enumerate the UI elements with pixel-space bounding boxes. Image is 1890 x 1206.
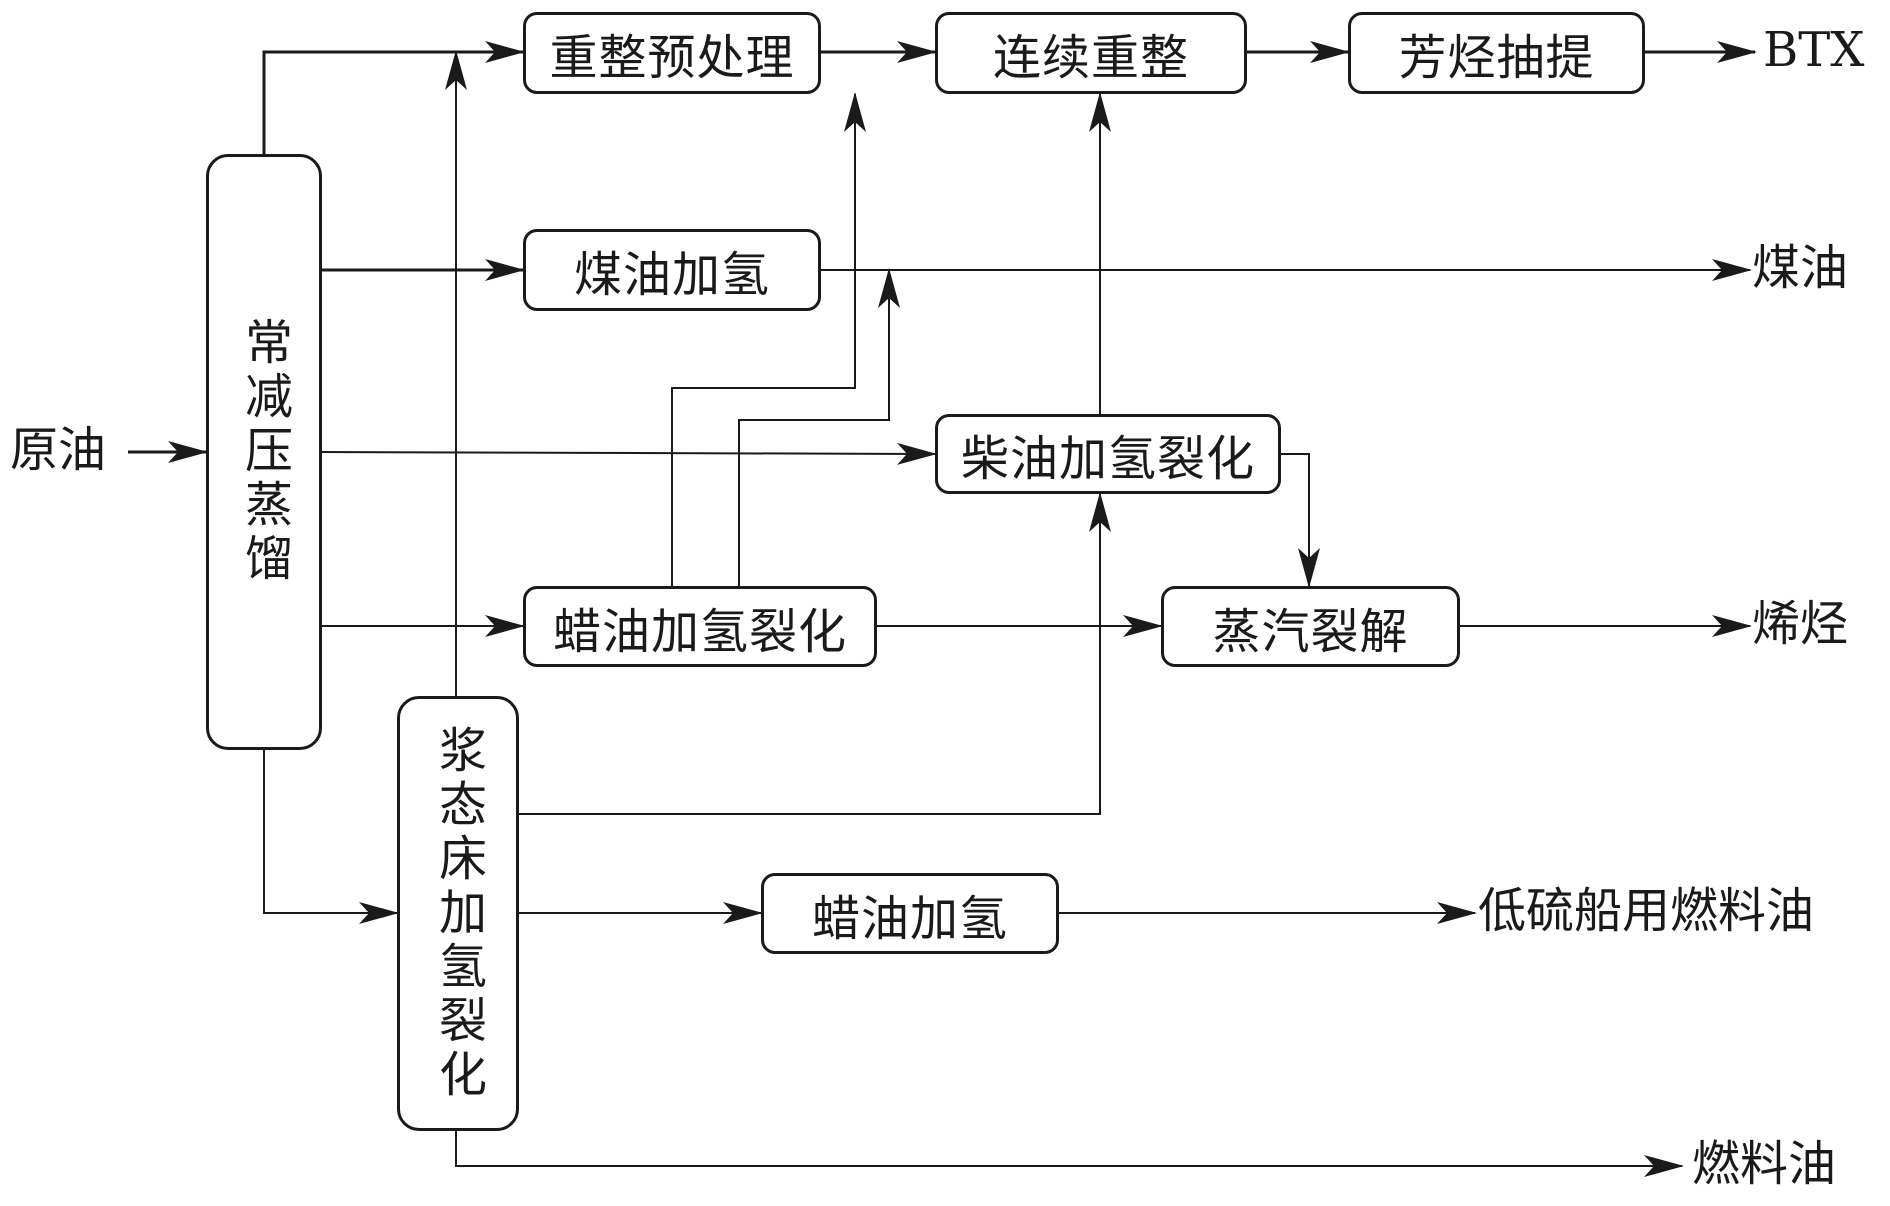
unit-reforming-pretreat-label: 重整预处理 — [549, 30, 795, 86]
unit-continuous-reforming-label: 连续重整 — [992, 30, 1189, 86]
edge-distillation-slurry — [263, 750, 399, 924]
edge-waxhc-pretreat — [671, 92, 866, 586]
unit-wax-oil-hydro[interactable]: 蜡油加氢 — [761, 873, 1059, 954]
product-fuel-oil: 燃料油 — [1692, 1136, 1837, 1192]
unit-diesel-hydrocracking-label: 柴油加氢裂化 — [960, 431, 1255, 487]
unit-kerosene-hydro[interactable]: 煤油加氢 — [523, 229, 821, 311]
unit-aromatics-extraction-label: 芳烃抽提 — [1398, 30, 1595, 86]
unit-kerosene-hydro-label: 煤油加氢 — [573, 247, 770, 303]
input-crude-oil: 原油 — [10, 422, 107, 478]
product-kerosene: 煤油 — [1752, 240, 1849, 296]
unit-slurry-bed-hydrocracking[interactable]: 浆态床加氢裂化 — [397, 696, 519, 1131]
unit-wax-oil-hydro-label: 蜡油加氢 — [811, 890, 1008, 947]
unit-diesel-hydrocracking[interactable]: 柴油加氢裂化 — [935, 414, 1281, 494]
unit-wax-oil-hydrocracking[interactable]: 蜡油加氢裂化 — [523, 586, 877, 667]
edge-distillation-pretreat — [262, 41, 525, 154]
unit-distillation-label: 常减压蒸馏 — [236, 317, 292, 587]
edge-waxhc-kerosene — [738, 268, 900, 586]
product-btx: BTX — [1763, 22, 1865, 78]
product-olefins: 烯烃 — [1752, 596, 1849, 652]
edge-slurry-fueloil — [455, 1131, 1684, 1177]
unit-wax-oil-hydrocracking-label: 蜡油加氢裂化 — [552, 603, 847, 660]
unit-aromatics-extraction[interactable]: 芳烃抽提 — [1348, 12, 1645, 94]
unit-steam-cracking-label: 蒸汽裂解 — [1212, 603, 1409, 660]
unit-reforming-pretreat[interactable]: 重整预处理 — [523, 12, 821, 94]
unit-continuous-reforming[interactable]: 连续重整 — [935, 12, 1247, 94]
unit-slurry-bed-hydrocracking-label: 浆态床加氢裂化 — [430, 724, 486, 1103]
edge-slurry-diesel — [519, 492, 1111, 815]
unit-distillation[interactable]: 常减压蒸馏 — [206, 154, 322, 750]
unit-steam-cracking[interactable]: 蒸汽裂解 — [1161, 586, 1460, 667]
edge-distillation-diesel — [321, 442, 937, 465]
edge-diesel-steam — [1281, 453, 1320, 588]
product-low-sulfur-marine-fuel: 低硫船用燃料油 — [1478, 883, 1815, 939]
